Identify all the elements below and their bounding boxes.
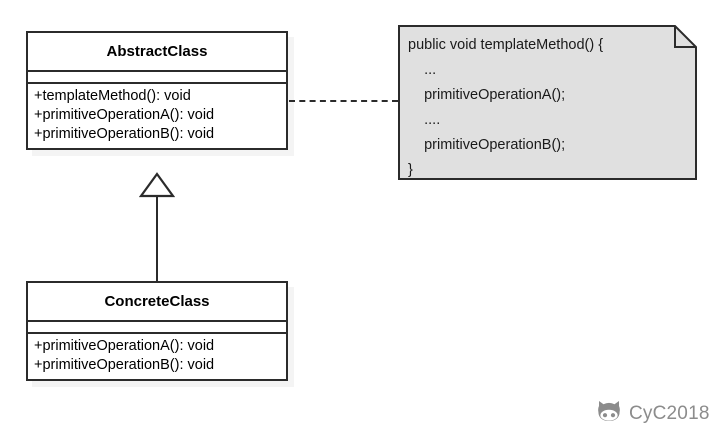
operation-row: +templateMethod(): void [34, 88, 191, 104]
operation-row: +primitiveOperationB(): void [34, 126, 215, 142]
class-operations-compartment-abstractclass: +templateMethod(): void +primitiveOperat… [28, 84, 286, 148]
class-name-abstractclass: AbstractClass [28, 33, 286, 72]
generalization-connector-line [156, 196, 158, 281]
watermark: CyC2018 [596, 400, 710, 427]
note-line: .... [408, 112, 441, 128]
class-operations-compartment-concreteclass: +primitiveOperationA(): void +primitiveO… [28, 334, 286, 379]
uml-class-abstractclass[interactable]: AbstractClass +templateMethod(): void +p… [26, 31, 288, 150]
note-line: } [408, 162, 413, 178]
note-outline [398, 25, 697, 180]
uml-class-concreteclass[interactable]: ConcreteClass +primitiveOperationA(): vo… [26, 281, 288, 381]
note-line: primitiveOperationA(); [408, 87, 566, 103]
watermark-label: CyC2018 [629, 403, 710, 424]
class-attributes-compartment-abstractclass [28, 72, 286, 84]
note-line: primitiveOperationB(); [408, 137, 566, 153]
uml-note-templatemethod-body[interactable]: public void templateMethod() { ... primi… [398, 25, 697, 180]
class-attributes-compartment-concreteclass [28, 322, 286, 334]
note-text-block: public void templateMethod() { ... primi… [398, 25, 697, 183]
note-line: public void templateMethod() { [408, 37, 604, 53]
operation-row: +primitiveOperationA(): void [34, 338, 215, 354]
octocat-icon [596, 400, 622, 427]
class-name-concreteclass: ConcreteClass [28, 283, 286, 322]
generalization-hollow-triangle-icon [138, 172, 176, 198]
note-anchor-dashed-line [289, 100, 398, 102]
note-line: ... [408, 62, 437, 78]
operation-row: +primitiveOperationB(): void [34, 357, 215, 373]
operation-row: +primitiveOperationA(): void [34, 107, 215, 123]
